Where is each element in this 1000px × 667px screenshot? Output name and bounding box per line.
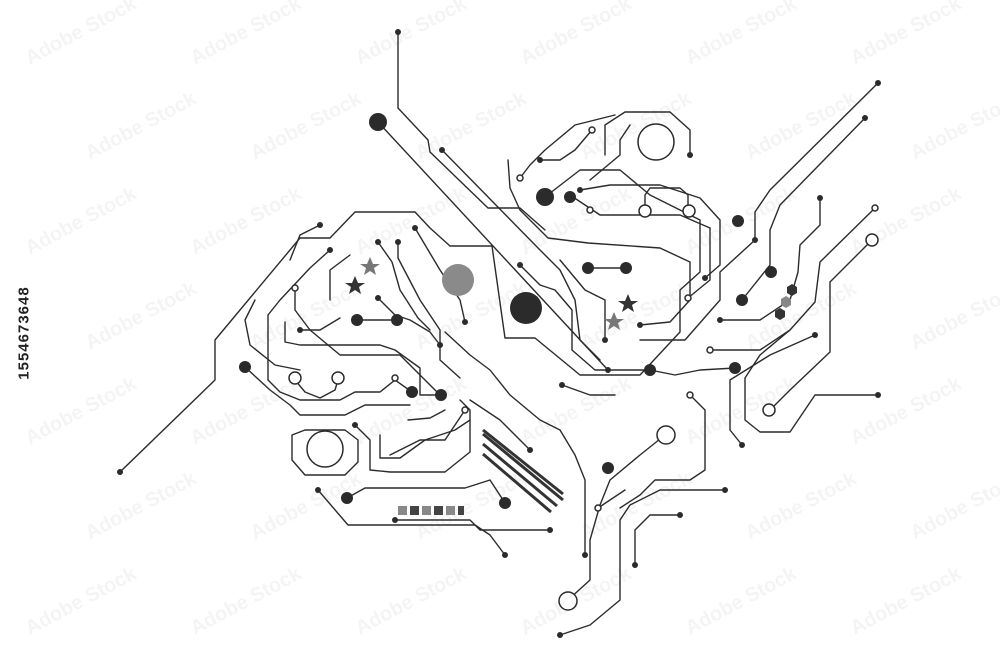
trace-low-4 bbox=[389, 409, 466, 456]
trace-box-left bbox=[519, 114, 616, 179]
square-bar bbox=[398, 506, 464, 515]
trace-low-5 bbox=[346, 479, 506, 504]
trace-diag-1 bbox=[377, 121, 609, 371]
trace-right-4 bbox=[744, 207, 879, 433]
trace-bot-1 bbox=[567, 434, 666, 601]
trace-left-7 bbox=[377, 241, 431, 331]
trace-low-10 bbox=[407, 409, 446, 421]
star-icon bbox=[345, 276, 365, 294]
trace-mid-1 bbox=[519, 264, 651, 371]
trace-low-1 bbox=[291, 429, 359, 476]
star-icon bbox=[604, 312, 624, 330]
trace-bot-3 bbox=[619, 394, 706, 509]
star-icon bbox=[618, 294, 638, 312]
trace-right-3 bbox=[769, 239, 873, 411]
trace-low-8 bbox=[444, 331, 586, 556]
trace-left-1 bbox=[294, 287, 441, 396]
trace-box-5 bbox=[644, 187, 689, 211]
star-icon bbox=[360, 257, 380, 275]
trace-mid-4 bbox=[649, 367, 736, 376]
trace-top bbox=[397, 31, 546, 231]
trace-box-4 bbox=[569, 194, 711, 299]
trace-left-10 bbox=[377, 297, 441, 346]
star-icons bbox=[345, 257, 638, 330]
trace-low-9 bbox=[469, 399, 531, 451]
trace-box-3 bbox=[579, 184, 721, 279]
trace-diag-2 bbox=[441, 149, 601, 361]
trace-right-7 bbox=[709, 329, 791, 351]
hexagon-icons bbox=[775, 284, 797, 320]
trace-box-7 bbox=[589, 124, 631, 181]
trace-left-5 bbox=[294, 379, 339, 399]
trace-left-6 bbox=[244, 299, 301, 371]
trace-right-6 bbox=[729, 334, 816, 446]
trace-left-13 bbox=[329, 254, 351, 301]
trace-left-8 bbox=[397, 241, 461, 379]
gray-pad bbox=[442, 264, 474, 296]
trace-box-top bbox=[604, 111, 691, 156]
trace-low-3 bbox=[379, 419, 471, 459]
trace-bot-2 bbox=[559, 489, 726, 636]
trace-left-2 bbox=[267, 249, 413, 401]
trace-long-left bbox=[119, 169, 701, 473]
trace-left-12 bbox=[299, 317, 341, 331]
trace-low-7 bbox=[394, 519, 551, 531]
trace-low-2 bbox=[354, 399, 471, 473]
trace-left-4 bbox=[244, 366, 411, 416]
trace-left-14 bbox=[289, 224, 321, 261]
hollow-pads bbox=[288, 123, 879, 611]
trace-mid-5 bbox=[561, 384, 616, 396]
trace-bot-5 bbox=[597, 489, 626, 509]
trace-right-5 bbox=[719, 197, 821, 321]
trace-mid-3 bbox=[559, 259, 606, 341]
trace-box-2 bbox=[507, 159, 691, 326]
trace-left-3 bbox=[284, 321, 441, 396]
trace-box-6 bbox=[539, 129, 593, 161]
hexagon-icon bbox=[781, 296, 791, 308]
hexagon-icon bbox=[787, 284, 797, 296]
trace-bot-4 bbox=[634, 514, 681, 566]
trace-right-2 bbox=[741, 117, 866, 301]
hexagon-icon bbox=[775, 308, 785, 320]
trace-right-1 bbox=[639, 82, 879, 341]
stripe-group bbox=[482, 428, 564, 514]
stock-id-label: 1554673648 bbox=[15, 286, 33, 380]
trace-low-6 bbox=[317, 489, 506, 556]
pad-dots bbox=[117, 29, 881, 638]
